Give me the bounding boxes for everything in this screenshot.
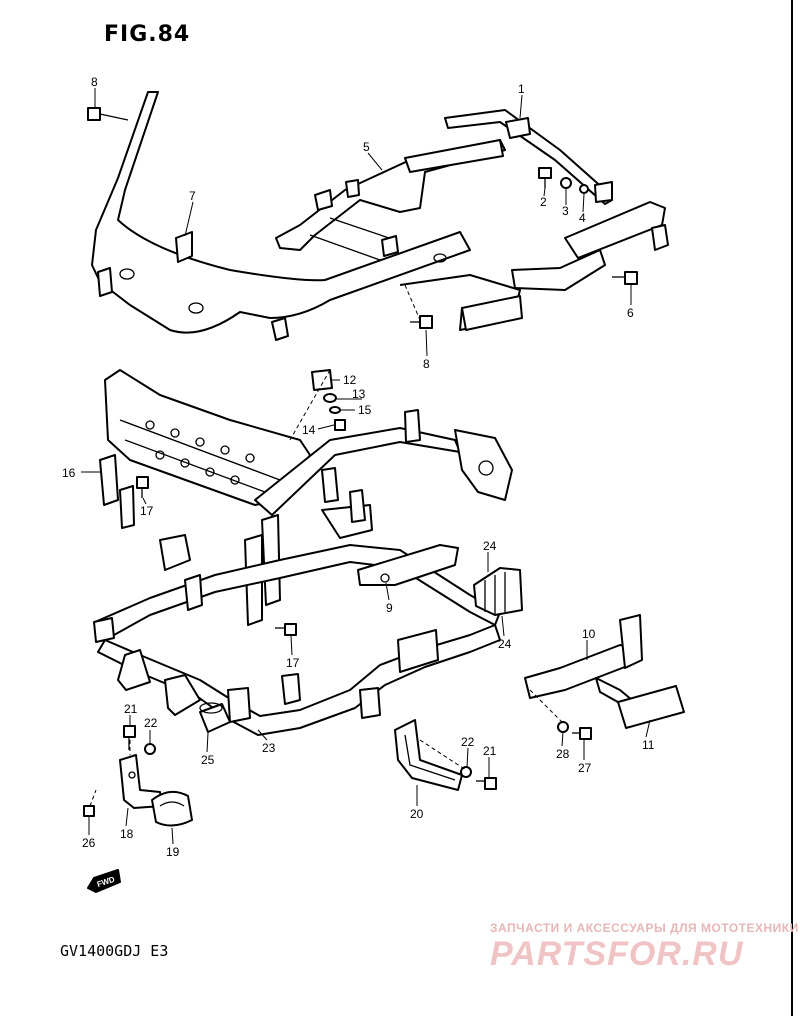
part-23-lower-frame — [93, 534, 501, 736]
fwd-arrow-icon: FWD — [87, 869, 121, 893]
nut-28 — [557, 721, 569, 733]
callout-13: 13 — [352, 387, 366, 401]
rear-rail-with-plate — [254, 409, 513, 516]
part-7-cowl-bracket — [91, 91, 471, 341]
callout-2: 2 — [540, 195, 547, 209]
bolt-17-lower — [275, 623, 297, 636]
bolt-17-upper — [136, 476, 149, 498]
part-19-clamp — [151, 790, 193, 827]
callout-5: 5 — [363, 140, 370, 154]
part-5-upper-subframe — [275, 139, 506, 261]
bolt-21-right — [476, 777, 497, 790]
nut-22-left — [144, 743, 156, 755]
callout-24-lower: 24 — [498, 637, 512, 651]
model-code: GV1400GDJ E3 — [60, 942, 169, 960]
callout-19: 19 — [166, 845, 180, 859]
part-15-washer — [329, 406, 341, 414]
watermark-logo: PARTSFOR.RU — [490, 935, 744, 973]
callout-26: 26 — [82, 836, 96, 850]
bolt-8-upper — [87, 107, 129, 121]
bolt-6 — [612, 271, 638, 285]
part-14-bolt — [334, 419, 346, 431]
callout-4: 4 — [579, 211, 586, 225]
bolt-26 — [83, 789, 97, 817]
callout-25: 25 — [201, 753, 215, 767]
callout-21-right: 21 — [483, 744, 497, 758]
callout-8-lower: 8 — [423, 357, 430, 371]
part-9-bracket — [357, 544, 459, 586]
part-12-rubber-mount — [311, 369, 333, 391]
part-1-rear-rail — [444, 109, 613, 205]
callout-24-upper: 24 — [483, 539, 497, 553]
callout-23: 23 — [262, 741, 276, 755]
part-20-lower-stay — [394, 719, 463, 791]
nut-22-right — [460, 766, 472, 778]
callout-9: 9 — [386, 601, 393, 615]
callout-8-upper: 8 — [91, 75, 98, 89]
callout-12: 12 — [343, 373, 357, 387]
callout-27: 27 — [578, 761, 592, 775]
part-11-rubber-strip — [617, 685, 685, 729]
callout-6: 6 — [627, 306, 634, 320]
leader-lines — [81, 88, 651, 845]
callout-10: 10 — [582, 627, 596, 641]
part-10-bracket — [524, 614, 643, 707]
callout-21-left: 21 — [124, 702, 138, 716]
watermark-tagline: ЗАПЧАСТИ И АКСЕССУАРЫ ДЛЯ МОТОТЕХНИКИ — [490, 921, 799, 935]
callout-15: 15 — [358, 403, 372, 417]
callout-11: 11 — [642, 738, 655, 752]
bolt-21-left — [123, 725, 136, 750]
callout-16: 16 — [62, 466, 76, 480]
nut-3 — [560, 177, 572, 189]
callout-18: 18 — [120, 827, 134, 841]
right-mount-rail — [399, 201, 669, 331]
construction-lines — [129, 284, 563, 771]
callout-22-right: 22 — [461, 735, 475, 749]
callout-22-left: 22 — [144, 716, 158, 730]
figure-title: FIG.84 — [104, 22, 191, 47]
callout-20: 20 — [410, 807, 424, 821]
part-13-collar — [323, 393, 337, 403]
callout-17-upper: 17 — [140, 504, 154, 518]
bolt-27 — [572, 727, 592, 740]
bolt-8-lower — [410, 315, 433, 329]
callout-17-lower: 17 — [286, 656, 300, 670]
callout-7: 7 — [189, 189, 196, 203]
callout-28: 28 — [556, 747, 570, 761]
callout-3: 3 — [562, 204, 569, 218]
callout-labels: 8 1 5 7 2 3 4 6 8 12 13 15 14 16 17 24 9… — [62, 75, 655, 859]
callout-14: 14 — [302, 423, 316, 437]
bolt-2 — [538, 167, 552, 188]
callout-1: 1 — [518, 82, 525, 96]
part-25-collar — [199, 702, 231, 733]
nut-4 — [579, 184, 589, 194]
part-24-damper — [473, 567, 523, 616]
